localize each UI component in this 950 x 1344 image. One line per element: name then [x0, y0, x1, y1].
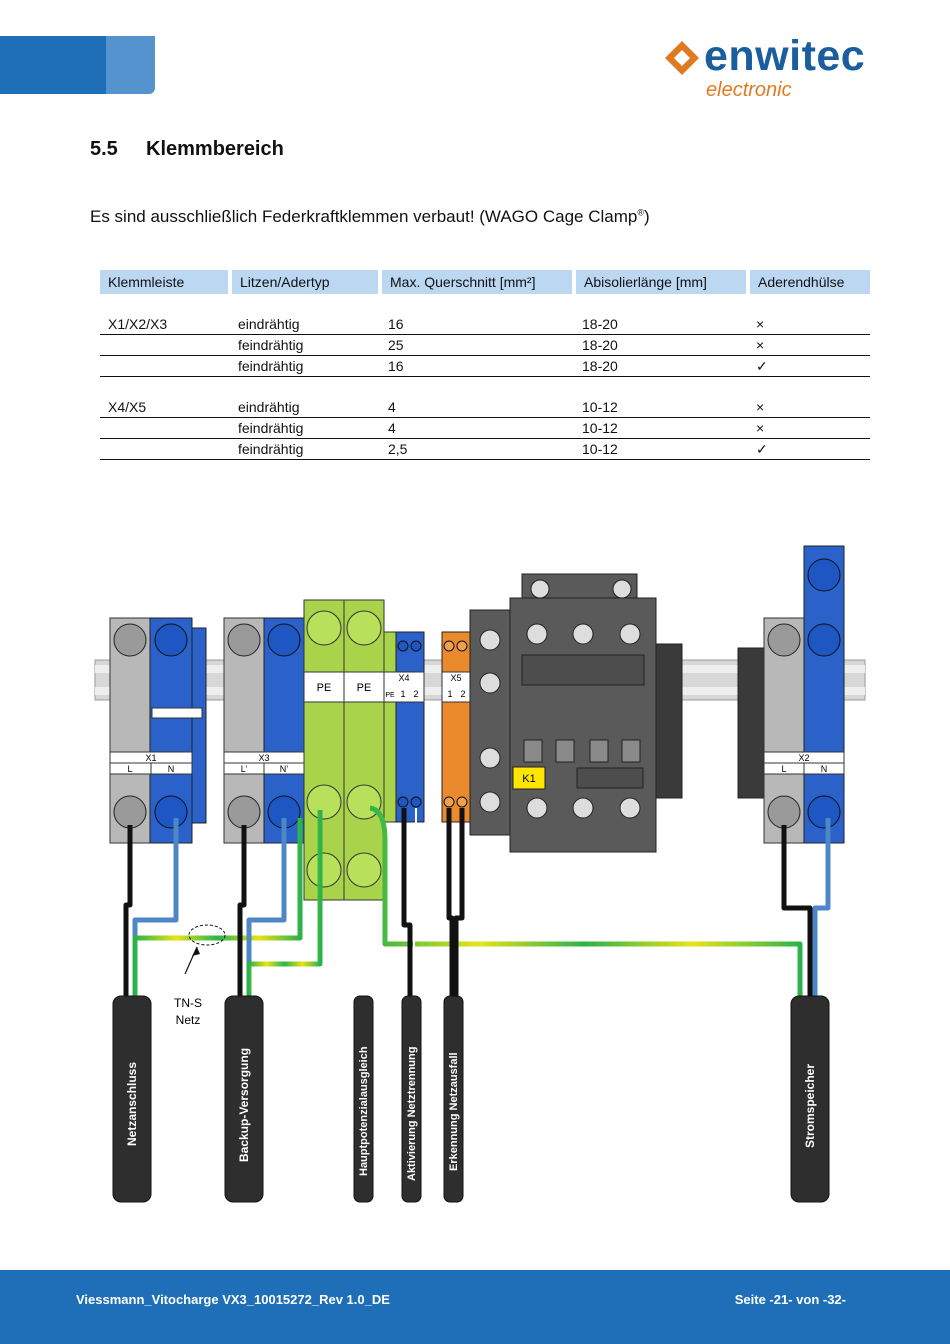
svg-text:PE: PE: [357, 682, 372, 694]
svg-text:PE: PE: [317, 682, 332, 694]
col-header: Abisolierlänge [mm]: [572, 270, 748, 294]
header-tab-light: [106, 36, 155, 94]
terminal-x4: X4 PE 1 2: [383, 631, 425, 823]
svg-text:N’: N’: [280, 764, 289, 774]
svg-text:2: 2: [413, 689, 418, 699]
svg-text:X2: X2: [798, 753, 809, 763]
wiring: [123, 805, 831, 1002]
svg-text:2: 2: [460, 689, 465, 699]
cable-backup-versorgung: Backup-Versorgung: [224, 995, 264, 1203]
svg-text:X4: X4: [398, 673, 409, 683]
svg-text:N: N: [168, 764, 175, 774]
col-header: Aderendhülse: [746, 270, 870, 294]
document-id: Viessmann_Vitocharge VX3_10015272_Rev 1.…: [76, 1292, 390, 1307]
svg-text:L: L: [781, 764, 786, 774]
company-logo: enwitec electronic: [662, 32, 902, 106]
logo-diamond-icon: [665, 41, 699, 75]
svg-text:1: 1: [400, 689, 405, 699]
svg-text:Erkennung Netzausfall: Erkennung Netzausfall: [448, 1052, 460, 1171]
svg-text:K1: K1: [522, 773, 535, 785]
ferrule-mark: ×: [748, 314, 870, 335]
svg-text:L: L: [127, 764, 132, 774]
cable-hauptpotenzialausgleich: Hauptpotenzialausgleich: [353, 995, 374, 1203]
section-heading: 5.5 Klemmbereich: [90, 138, 284, 161]
intro-text: Es sind ausschließlich Federkraftklemmen…: [90, 207, 650, 226]
svg-text:L’: L’: [241, 764, 248, 774]
ferrule-mark: ✓: [748, 438, 870, 460]
terminal-pe: PE PE: [303, 599, 385, 901]
terminal-x5: X5 1 2: [441, 631, 471, 823]
section-number: 5.5: [90, 138, 118, 160]
registered-mark: ®: [637, 207, 644, 218]
terminal-x1: X1 L N: [109, 617, 207, 844]
svg-text:Hauptpotenzialausgleich: Hauptpotenzialausgleich: [358, 1046, 370, 1176]
tn-s-label: TN-S: [174, 996, 202, 1010]
cable-stromspeicher: Stromspeicher: [790, 995, 830, 1203]
terminal-wiring-diagram: X1 L N X3 L’ N’ PE PE: [94, 545, 866, 1203]
cable-netzanschluss: Netzanschluss: [112, 995, 152, 1203]
col-header: Klemmleiste: [100, 270, 230, 294]
page-footer: Viessmann_Vitocharge VX3_10015272_Rev 1.…: [0, 1270, 950, 1344]
svg-text:X1: X1: [145, 753, 156, 763]
terminal-spec-table: Klemmleiste Litzen/Adertyp Max. Querschn…: [100, 270, 870, 460]
ferrule-mark: ×: [748, 397, 870, 418]
table-header-row: Klemmleiste Litzen/Adertyp Max. Querschn…: [100, 270, 870, 294]
svg-text:X3: X3: [258, 753, 269, 763]
svg-text:Stromspeicher: Stromspeicher: [803, 1064, 817, 1148]
cable-erkennung-netzausfall: Erkennung Netzausfall: [443, 995, 464, 1203]
svg-text:1: 1: [447, 689, 452, 699]
terminal-x3: X3 L’ N’: [223, 617, 305, 844]
svg-text:Aktivierung Netztrennung: Aktivierung Netztrennung: [406, 1047, 418, 1181]
contactor-k1: K1: [469, 573, 683, 853]
svg-text:PE: PE: [385, 692, 395, 699]
section-title: Klemmbereich: [146, 138, 284, 160]
ferrule-mark: ×: [748, 417, 870, 439]
svg-text:Netzanschluss: Netzanschluss: [125, 1062, 139, 1146]
cable-aktivierung-netztrennung: Aktivierung Netztrennung: [401, 995, 422, 1203]
col-header: Litzen/Adertyp: [228, 270, 380, 294]
logo-name: enwitec: [704, 32, 866, 80]
logo-sub: electronic: [706, 79, 792, 101]
terminal-x2: X2 L N: [737, 545, 845, 844]
svg-text:X5: X5: [450, 673, 461, 683]
ferrule-mark: ✓: [748, 355, 870, 377]
svg-text:N: N: [821, 764, 828, 774]
page-number: Seite -21- von -32-: [734, 1292, 846, 1307]
ferrule-mark: ×: [748, 334, 870, 356]
tn-s-marker: [188, 924, 226, 946]
tn-s-label: Netz: [176, 1013, 201, 1027]
col-header: Max. Querschnitt [mm²]: [378, 270, 574, 294]
svg-text:Backup-Versorgung: Backup-Versorgung: [237, 1048, 251, 1162]
header-tab-dark: [0, 36, 112, 94]
